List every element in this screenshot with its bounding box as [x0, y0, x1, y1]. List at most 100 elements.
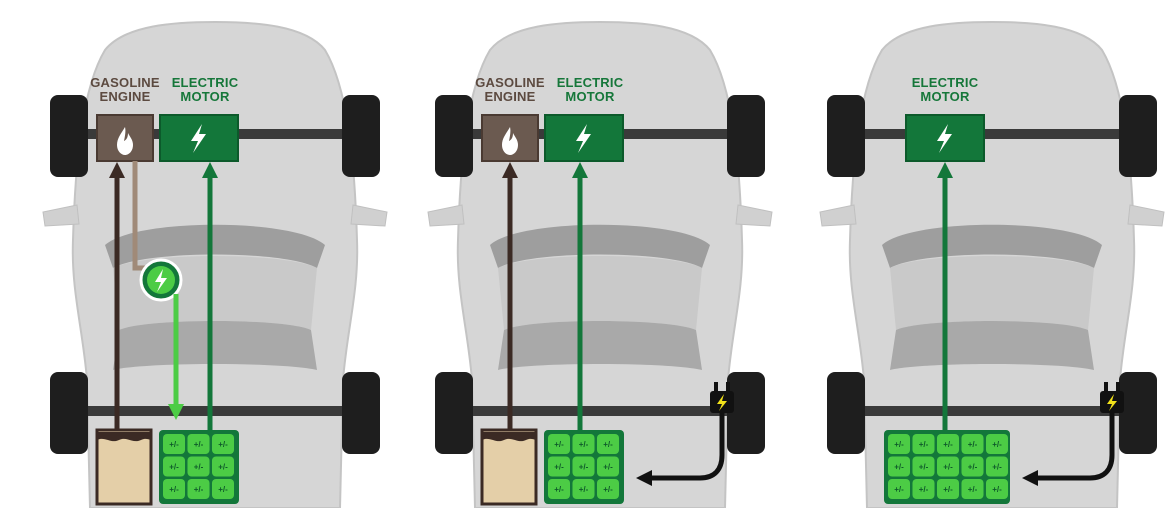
battery-cell-label: +/-: [579, 485, 589, 494]
lightning-bolt-icon: [576, 124, 591, 153]
battery-cell: [961, 434, 984, 454]
tire-front-left: [827, 95, 865, 177]
battery-cell-label: +/-: [218, 485, 228, 494]
battery-cell: [212, 434, 234, 454]
car-plug-in-hybrid: GASOLINE ENGINE ELECTRIC MOTOR +/- +/- +/-…: [427, 20, 773, 508]
charging-plug-icon: [1100, 382, 1124, 413]
side-mirror-left: [42, 204, 80, 227]
battery-cell-label: +/-: [992, 463, 1002, 472]
electric-label-line1: ELECTRIC: [172, 75, 239, 90]
battery-cells: +/-+/-+/-+/-+/-+/-+/-+/-+/-: [548, 434, 619, 499]
gasoline-label-line2: ENGINE: [484, 89, 535, 104]
flame-icon: [117, 127, 133, 155]
battery-cell-label: +/-: [968, 440, 978, 449]
battery-cell-label: +/-: [554, 440, 564, 449]
windshield: [882, 224, 1102, 268]
battery-cell: [572, 456, 595, 477]
tire-rear-right: [342, 372, 380, 454]
battery-cell-label: +/-: [194, 463, 204, 472]
tire-front-left: [435, 95, 473, 177]
rear-window: [498, 321, 702, 370]
battery-cell: [548, 479, 570, 499]
flame-icon: [502, 127, 518, 155]
battery-cell: [163, 434, 185, 454]
side-mirror-left: [819, 204, 857, 227]
battery-cell: [937, 434, 959, 454]
battery-cell: [912, 479, 935, 499]
tire-front-right: [1119, 95, 1157, 177]
battery-cell-label: +/-: [218, 440, 228, 449]
charging-plug-icon: [710, 382, 734, 413]
battery-cell-label: +/-: [554, 463, 564, 472]
roof: [890, 256, 1094, 330]
gasoline-label-line1: GASOLINE: [90, 75, 160, 90]
tire-rear-left: [435, 372, 473, 454]
electric-label-line2: MOTOR: [565, 89, 615, 104]
battery-cell-label: +/-: [968, 485, 978, 494]
rear-axle: [864, 406, 1120, 416]
electric-label-line2: MOTOR: [920, 89, 970, 104]
battery-cell-label: +/-: [943, 485, 953, 494]
battery-cells: +/-+/-+/-+/-+/-+/-+/-+/-+/-+/-+/-+/-+/-+…: [888, 434, 1008, 499]
charging-cable-arrow: [635, 412, 725, 487]
plug-bolt-icon: [1107, 394, 1117, 411]
battery-cell: [937, 456, 959, 477]
rear-window: [890, 321, 1094, 370]
battery-cell: [961, 456, 984, 477]
lightning-bolt-icon: [191, 124, 206, 153]
tire-rear-right: [1119, 372, 1157, 454]
battery-cell-label: +/-: [894, 463, 904, 472]
battery-cells: +/-+/-+/-+/-+/-+/-+/-+/-+/-: [163, 434, 234, 499]
battery-cell-label: +/-: [943, 440, 953, 449]
battery-cell-label: +/-: [894, 440, 904, 449]
plug-bolt-icon: [717, 394, 727, 411]
battery-cell-label: +/-: [919, 440, 929, 449]
battery-cell: [986, 434, 1008, 454]
tire-front-right: [727, 95, 765, 177]
side-mirror-left: [427, 204, 465, 227]
gasoline-engine-block: [96, 114, 154, 162]
side-mirror-right: [350, 204, 388, 227]
battery-cell: [572, 479, 595, 499]
battery-cell-label: +/-: [992, 485, 1002, 494]
battery-cell: [961, 479, 984, 499]
tire-front-left: [50, 95, 88, 177]
battery-cell: [212, 456, 234, 477]
windshield: [105, 224, 325, 268]
battery-cell-label: +/-: [603, 440, 613, 449]
front-axle: [864, 129, 1120, 139]
electric-label-line1: ELECTRIC: [557, 75, 624, 90]
fuel-level-wave: [97, 432, 151, 442]
battery-cell: [597, 456, 619, 477]
battery-cell-label: +/-: [579, 463, 589, 472]
roof: [498, 256, 702, 330]
battery-cell-label: +/-: [919, 463, 929, 472]
battery-cell-label: +/-: [194, 485, 204, 494]
battery-cell-label: +/-: [169, 485, 179, 494]
battery-cell-label: +/-: [968, 463, 978, 472]
battery-cell-label: +/-: [218, 463, 228, 472]
battery-cell: [597, 434, 619, 454]
fuel-tank: [95, 428, 153, 506]
battery-cell: [163, 456, 185, 477]
charging-cable-arrow: [1021, 412, 1115, 487]
battery-cell-label: +/-: [943, 463, 953, 472]
car-all-electric: ELECTRIC MOTOR +/-+/-+/-+/-+/-+/-+/-+/-+…: [819, 20, 1165, 508]
rear-axle: [87, 406, 343, 416]
tire-front-right: [342, 95, 380, 177]
gasoline-label-line1: GASOLINE: [475, 75, 545, 90]
battery-cell: [888, 434, 910, 454]
car-hybrid: GASOLINE ENGINE ELECTRIC MOTOR +/-+/-+/-…: [42, 20, 388, 508]
battery-cell-label: +/-: [894, 485, 904, 494]
battery-cell-label: +/-: [194, 440, 204, 449]
tire-rear-right: [727, 372, 765, 454]
battery-cell: [187, 434, 210, 454]
battery-cell: [888, 456, 910, 477]
battery-cell: [597, 479, 619, 499]
battery-cell: [163, 479, 185, 499]
battery-cell: [548, 456, 570, 477]
side-mirror-right: [1127, 204, 1165, 227]
battery-cell: [572, 434, 595, 454]
side-mirror-right: [735, 204, 773, 227]
